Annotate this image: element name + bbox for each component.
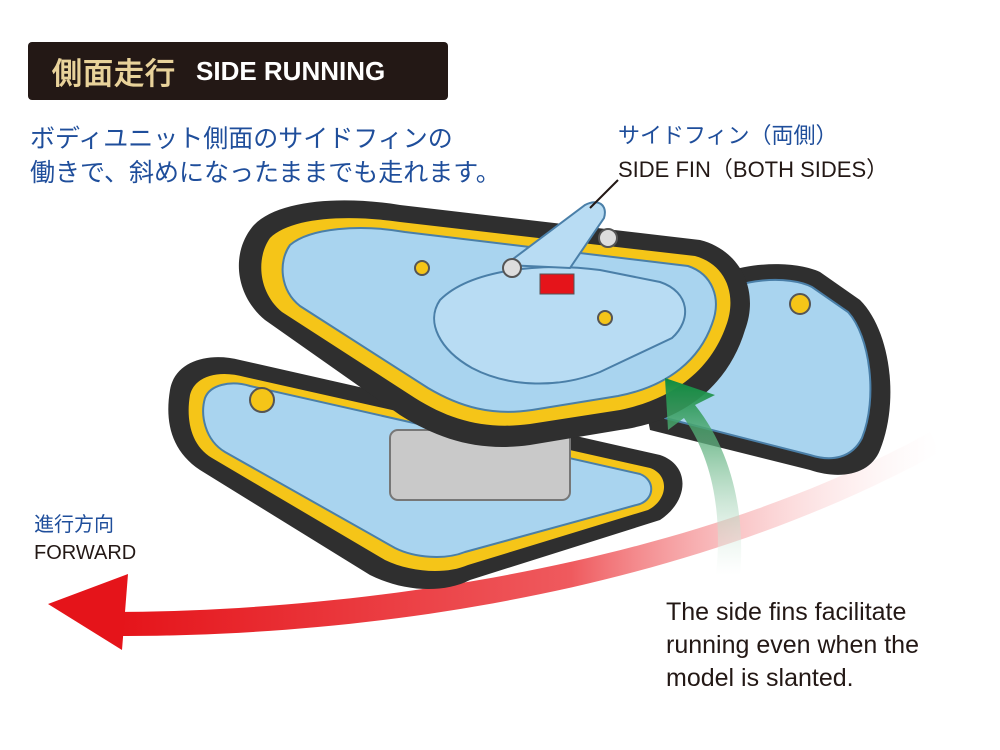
side-fin-label-en: SIDE FIN（BOTH SIDES） <box>618 157 889 182</box>
caption-note: The side fins facilitate running even wh… <box>666 596 971 695</box>
title-en: SIDE RUNNING <box>196 55 386 86</box>
forward-label-jp: 進行方向 <box>34 512 114 536</box>
fin-leader-line <box>589 179 619 209</box>
side-fin-label-jp: サイドフィン（両側） <box>618 124 838 149</box>
description: ボディユニット側面のサイドフィンの 働きで、斜めになったままでも走れます。 <box>30 122 501 190</box>
forward-label: 進行方向 FORWARD <box>34 510 136 568</box>
upper-track <box>238 200 750 447</box>
title-bar: 側面走行 SIDE RUNNING <box>28 42 448 100</box>
title-jp: 側面走行 <box>52 57 176 92</box>
side-fin-label: サイドフィン（両側） SIDE FIN（BOTH SIDES） <box>618 120 888 186</box>
forward-arrow <box>120 432 940 636</box>
description-line-1: ボディユニット側面のサイドフィンの <box>30 124 453 153</box>
caption-line-3: model is slanted. <box>666 664 854 692</box>
forward-arrow-head <box>48 574 128 650</box>
caption-line-1: The side fins facilitate <box>666 598 907 626</box>
lower-track <box>168 357 683 590</box>
rotation-arrow <box>665 378 742 575</box>
caption-line-2: running even when the <box>666 631 919 659</box>
side-fin <box>502 201 606 270</box>
description-line-2: 働きで、斜めになったままでも走れます。 <box>30 158 501 187</box>
forward-label-en: FORWARD <box>34 542 137 564</box>
